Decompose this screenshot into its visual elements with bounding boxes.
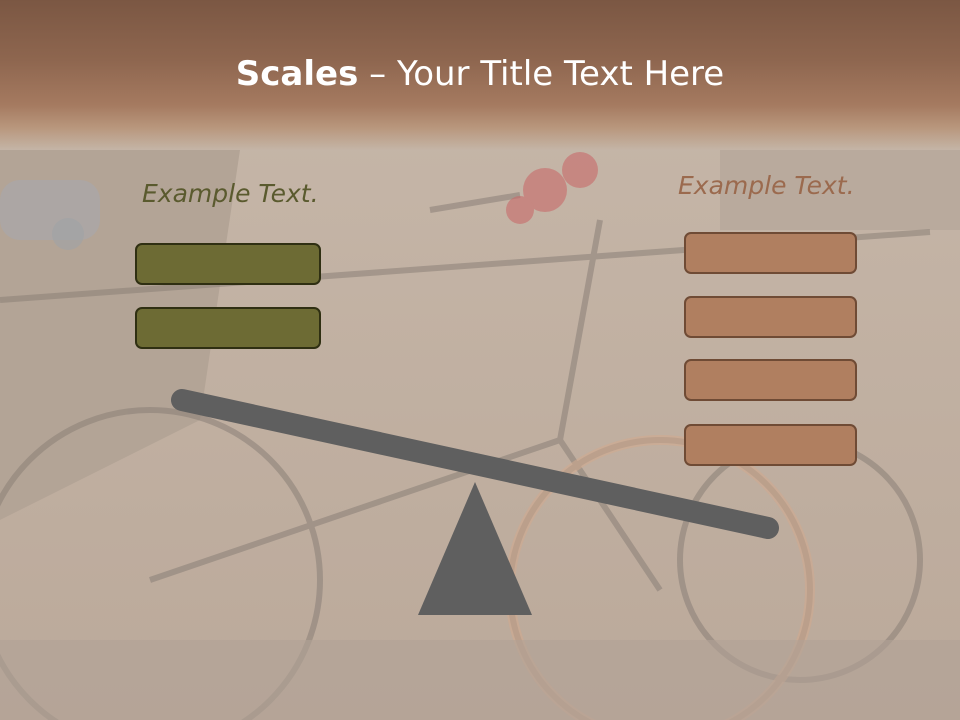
title-strong: Scales [235, 54, 359, 94]
right-box-2[interactable] [684, 296, 857, 338]
left-box-2[interactable] [135, 307, 321, 349]
title-rest: – Your Title Text Here [358, 54, 725, 94]
right-label: Example Text. [678, 171, 855, 200]
right-box-1[interactable] [684, 232, 857, 274]
right-box-3[interactable] [684, 359, 857, 401]
slide-title: Scales – Your Title Text Here [0, 52, 960, 96]
title-band [0, 0, 960, 150]
scale-fulcrum [418, 482, 532, 615]
right-box-4[interactable] [684, 424, 857, 466]
scale-beam [171, 389, 779, 539]
left-label: Example Text. [142, 179, 319, 208]
left-box-1[interactable] [135, 243, 321, 285]
